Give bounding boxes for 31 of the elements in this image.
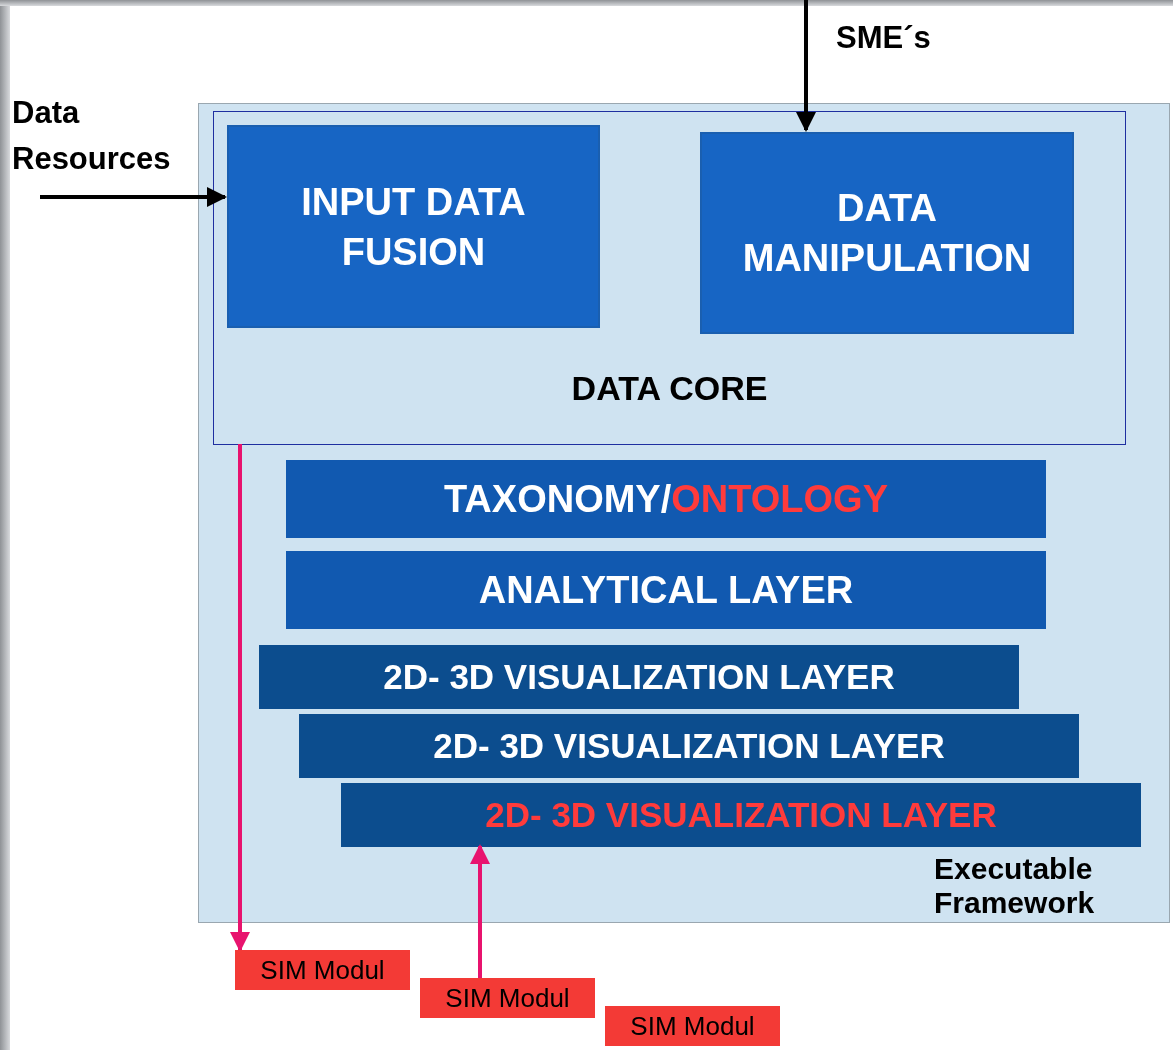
- module-box: [420, 978, 595, 1018]
- layer-bar: [286, 460, 1046, 538]
- node-label: 2D- 3D VISUALIZATION LAYER: [484, 794, 998, 836]
- framework-panel: [198, 103, 1170, 923]
- node-label: TAXONOMY/: [443, 477, 672, 521]
- layer-bar: [286, 551, 1046, 629]
- node-label: SIM Modul: [259, 953, 386, 987]
- node-label: ANALYTICAL LAYER: [478, 568, 854, 612]
- layer-bar: [299, 714, 1079, 778]
- data-core-panel: [213, 111, 1126, 445]
- node-label: 2D- 3D VISUALIZATION LAYER: [432, 725, 946, 767]
- node-label: INPUT DATA FUSION: [300, 179, 527, 275]
- layer-bar: [259, 645, 1019, 709]
- node-label: ONTOLOGY: [671, 477, 889, 521]
- process-box: [227, 125, 600, 328]
- arrow: [796, 0, 816, 132]
- module-box: [605, 1006, 780, 1046]
- node-label: 2D- 3D VISUALIZATION LAYER: [382, 656, 896, 698]
- edge-label: Data Resources: [12, 94, 172, 178]
- node-label: SIM Modul: [444, 981, 571, 1015]
- node-label: DATA MANIPULATION: [741, 186, 1033, 281]
- arrow: [40, 187, 227, 207]
- layer-bar: [341, 783, 1141, 847]
- arrow: [470, 844, 490, 978]
- node-label: DATA CORE: [570, 369, 769, 408]
- node-label: SIM Modul: [629, 1009, 756, 1043]
- edge-label: SME´s: [836, 19, 931, 57]
- process-box: [700, 132, 1074, 334]
- module-box: [235, 950, 410, 990]
- node-label: Executable Framework: [934, 852, 1096, 920]
- arrow: [230, 444, 250, 952]
